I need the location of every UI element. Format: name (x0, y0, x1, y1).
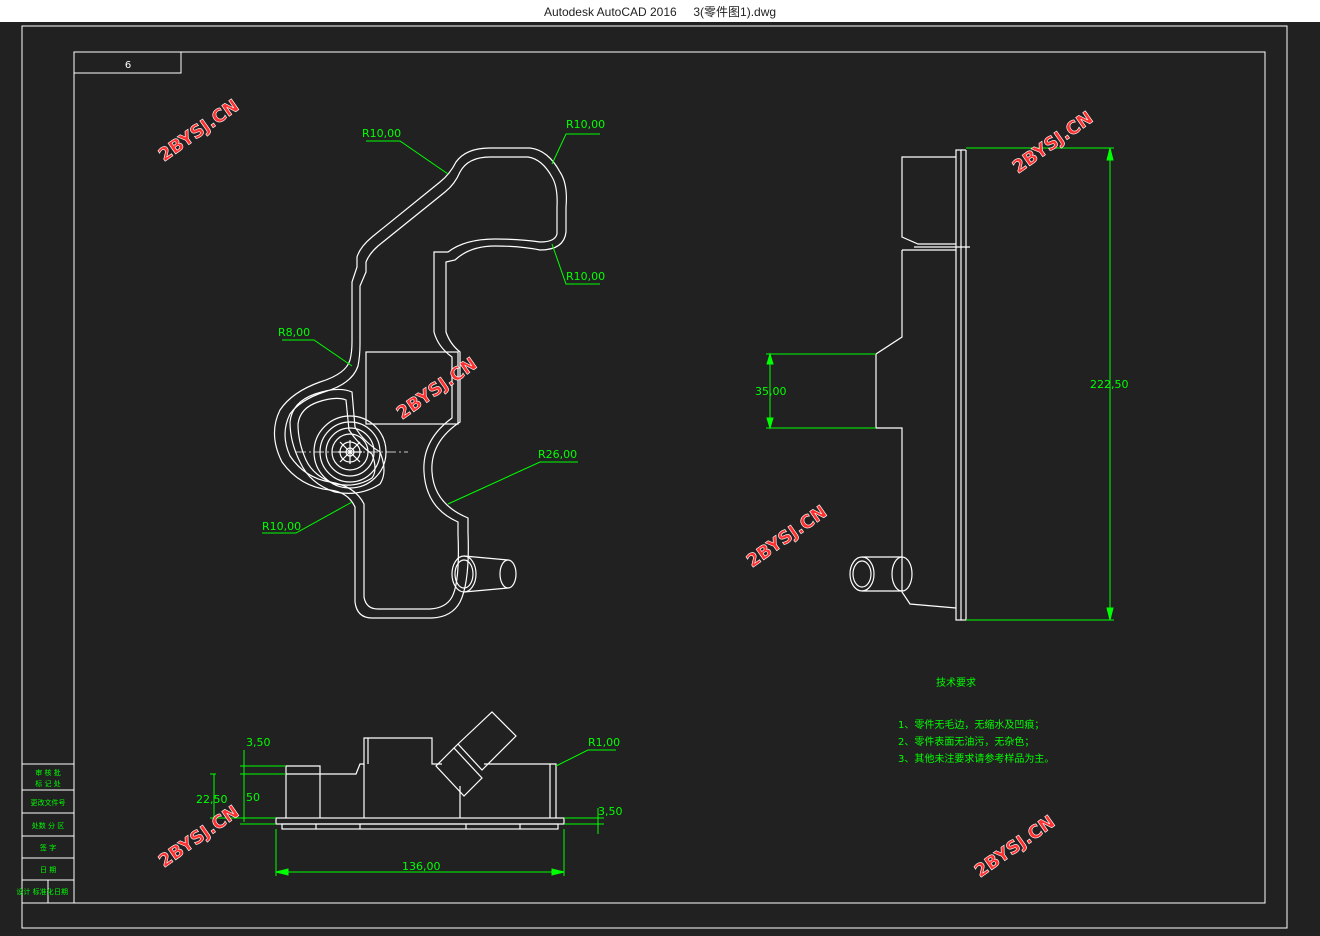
dim-r-top-right: R10,00 (566, 118, 605, 131)
bottom-view (275, 711, 565, 830)
watermark-6: 2BYSJ.CN (971, 812, 1059, 883)
front-view (273, 147, 567, 619)
dim-r-mid-right: R10,00 (566, 270, 605, 283)
watermark-3: 2BYSJ.CN (393, 354, 481, 425)
window-title: Autodesk AutoCAD 2016 3(零件图1).dwg (543, 4, 777, 19)
watermark-5: 2BYSJ.CN (155, 802, 243, 873)
watermark-4: 2BYSJ.CN (743, 502, 831, 573)
side-dims (766, 147, 1114, 621)
dim-r-big: R26,00 (538, 448, 577, 461)
dim-bottom-r: R1,00 (588, 736, 620, 749)
dim-bottom-width: 136,00 (402, 860, 441, 873)
inner-frame (73, 51, 1266, 904)
dim-bottom-d: 3,50 (598, 805, 623, 818)
cad-drawing[interactable]: 6 审 核 批 标 记 处 更改文件号 处数 分 区 签 字 日 期 设计 标准… (0, 22, 1320, 932)
outer-frame (21, 25, 1288, 929)
dim-r-bottom-left: R10,00 (262, 520, 301, 533)
code-box (73, 51, 182, 74)
notes-line-1: 1、零件无毛边，无缩水及凹痕； (898, 718, 1044, 731)
tb-row-7: 设计 标准化 (16, 887, 53, 896)
tb-row-6: 日 期 (40, 866, 56, 874)
bottom-dims (210, 749, 616, 876)
window-title-bar: Autodesk AutoCAD 2016 3(零件图1).dwg (0, 0, 1320, 22)
title-block (21, 763, 75, 904)
front-dims (262, 133, 600, 534)
dim-r-left: R8,00 (278, 326, 310, 339)
tb-row-1: 审 核 批 (35, 768, 60, 777)
tb-row-4: 处数 分 区 (32, 821, 64, 830)
code-label: 6 (125, 60, 131, 71)
tb-row-8: 日期 (54, 888, 68, 896)
tb-row-5: 签 字 (40, 843, 56, 852)
notes-heading: 技术要求 (936, 676, 976, 689)
watermark-1: 2BYSJ.CN (155, 96, 243, 167)
notes-line-2: 2、零件表面无油污，无杂色； (898, 735, 1034, 748)
dim-bottom-b: 22,50 (196, 793, 228, 806)
dim-r-top-left: R10,00 (362, 127, 401, 140)
dim-side-height: 222,50 (1090, 378, 1129, 391)
side-view (849, 149, 970, 621)
watermark-2: 2BYSJ.CN (1009, 108, 1097, 179)
notes-line-3: 3、其他未注要求请参考样品为主。 (898, 752, 1054, 765)
dim-bottom-c: 50 (246, 791, 260, 804)
drawing-canvas[interactable]: 6 审 核 批 标 记 处 更改文件号 处数 分 区 签 字 日 期 设计 标准… (0, 22, 1320, 932)
tb-row-3: 更改文件号 (31, 798, 66, 807)
dim-side-step: 35,00 (755, 385, 787, 398)
dim-bottom-a: 3,50 (246, 736, 271, 749)
tb-row-2: 标 记 处 (35, 779, 60, 788)
